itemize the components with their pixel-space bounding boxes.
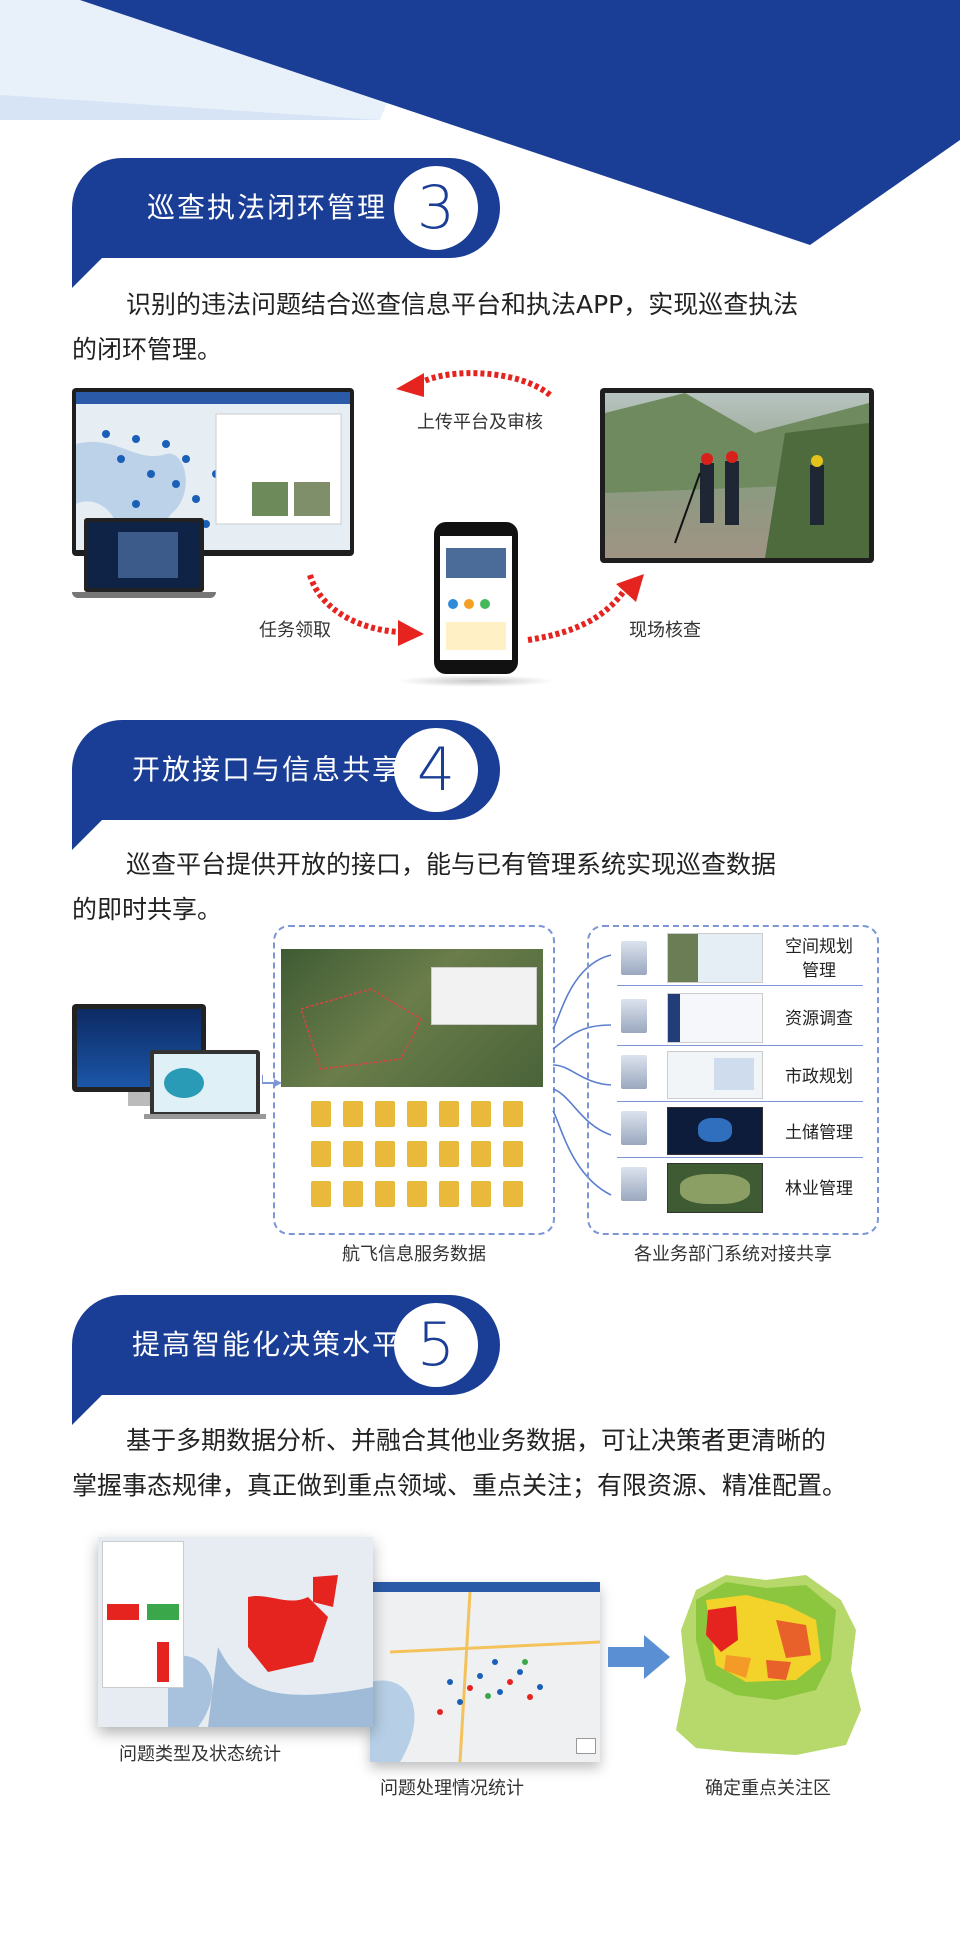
link-arrow-icon bbox=[262, 1075, 282, 1087]
section-4-paragraph: 巡查平台提供开放的接口，能与已有管理系统实现巡查数据 的即时共享。 bbox=[72, 850, 777, 924]
caption-task: 任务领取 bbox=[259, 620, 331, 641]
section-4-number: 4 bbox=[394, 728, 478, 812]
caption-upload: 上传平台及审核 bbox=[417, 412, 543, 433]
dept-land-reserve: 土储管理 bbox=[785, 1123, 853, 1143]
upload-arrow bbox=[396, 370, 552, 398]
section-5-paragraph: 基于多期数据分析、并融合其他业务数据，可让决策者更清晰的 掌握事态规律，真正做到… bbox=[72, 1426, 848, 1500]
field-photo-frame bbox=[600, 388, 874, 563]
header-decoration bbox=[0, 0, 960, 245]
aerial-map bbox=[281, 949, 543, 1087]
section-5-title: 提高智能化决策水平 bbox=[131, 1328, 402, 1361]
caption-type-stats: 问题类型及状态统计 bbox=[119, 1744, 281, 1765]
dept-municipal-planning: 市政规划 bbox=[785, 1067, 853, 1087]
caption-handling-stats: 问题处理情况统计 bbox=[380, 1778, 524, 1799]
server-icon bbox=[621, 941, 647, 975]
task-arrow bbox=[307, 574, 424, 646]
section-5-number: 5 bbox=[394, 1303, 478, 1387]
small-laptop bbox=[150, 1050, 260, 1116]
department-share-box: 空间规划 管理 资源调查 市政规划 土储管理 林业管理 bbox=[587, 925, 879, 1235]
type-stats-map bbox=[98, 1537, 373, 1727]
section-3-paragraph: 识别的违法问题结合巡查信息平台和执法APP，实现巡查执法 的闭环管理。 bbox=[72, 290, 799, 364]
handling-stats-map bbox=[370, 1582, 600, 1762]
dept-resource-survey: 资源调查 bbox=[785, 1009, 853, 1029]
thumb-forestry bbox=[667, 1163, 763, 1213]
section-4-title: 开放接口与信息共享 bbox=[131, 753, 402, 786]
section-4-header: 开放接口与信息共享 4 bbox=[72, 720, 500, 850]
section-3-header: 巡查执法闭环管理 3 bbox=[72, 158, 500, 288]
dept-spatial-planning: 空间规划 管理 bbox=[785, 937, 853, 981]
server-icon bbox=[621, 1167, 647, 1201]
server-icon bbox=[621, 1055, 647, 1089]
right-arrow-icon bbox=[608, 1635, 670, 1679]
section-3-number: 3 bbox=[394, 166, 478, 250]
focus-area-map bbox=[676, 1575, 861, 1755]
thumb-municipal-planning bbox=[667, 1051, 763, 1099]
server-icon bbox=[621, 1111, 647, 1145]
caption-department-share: 各业务部门系统对接共享 bbox=[634, 1244, 832, 1265]
onsite-arrow bbox=[527, 574, 644, 643]
aerial-data-box bbox=[273, 925, 555, 1235]
field-photo bbox=[605, 393, 869, 558]
caption-onsite: 现场核查 bbox=[629, 620, 701, 641]
section-3-title: 巡查执法闭环管理 bbox=[146, 191, 387, 224]
laptop bbox=[84, 518, 204, 592]
server-icon bbox=[621, 999, 647, 1033]
phone bbox=[434, 522, 518, 674]
thumb-land-reserve bbox=[667, 1107, 763, 1155]
share-connections bbox=[552, 954, 612, 1196]
stats-panel bbox=[102, 1541, 184, 1688]
folder-grid bbox=[281, 1095, 543, 1221]
legend-icon bbox=[576, 1738, 596, 1754]
dept-forestry: 林业管理 bbox=[785, 1179, 853, 1199]
caption-focus-area: 确定重点关注区 bbox=[705, 1778, 831, 1799]
section-5-header: 提高智能化决策水平 5 bbox=[72, 1295, 500, 1425]
caption-aerial-data: 航飞信息服务数据 bbox=[342, 1244, 486, 1265]
thumb-resource-survey bbox=[667, 993, 763, 1043]
phone-screen bbox=[440, 536, 512, 660]
thumb-spatial-planning bbox=[667, 933, 763, 983]
